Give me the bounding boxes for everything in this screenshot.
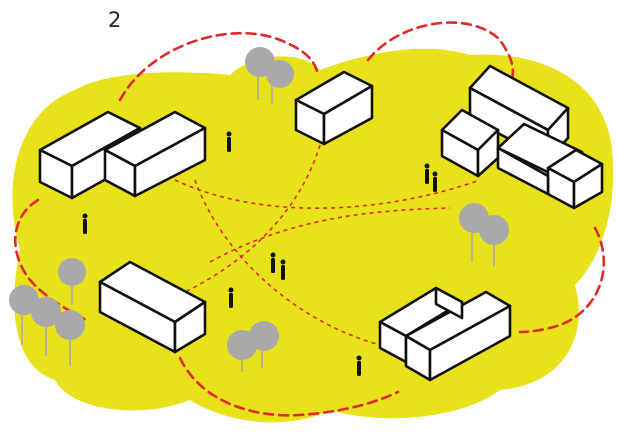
building-cluster-top-right [440,64,604,210]
person-icon [228,287,234,308]
person-icon [424,163,430,184]
link-topcenter-topright [366,21,515,82]
building-cluster-top-left [38,110,207,200]
person-icon [432,171,438,192]
link-left-arc [14,198,90,324]
outer-links [14,21,606,417]
people [82,131,438,376]
tree-icon [459,203,509,266]
person-icon [356,355,362,376]
link-bottomleft-bottomright [178,356,400,417]
inner-links [174,144,481,346]
link-inner-2 [194,179,381,346]
building-long-bottom-left [98,260,207,354]
tree-icon [227,321,279,372]
figure-number: 2 [108,8,122,32]
person-icon [270,252,276,273]
trees [9,47,509,372]
tree-icon [9,285,85,366]
link-right-arc [518,226,606,334]
person-icon [226,131,232,152]
person-icon [82,213,88,234]
link-topleft-topcenter [118,31,320,102]
tree-icon [58,258,86,305]
building-small-top-center [294,70,374,146]
link-inner-3 [184,144,321,293]
link-inner-4 [209,207,451,263]
building-cluster-bottom-right [378,286,512,382]
person-icon [280,259,286,280]
tree-icon [245,47,294,104]
